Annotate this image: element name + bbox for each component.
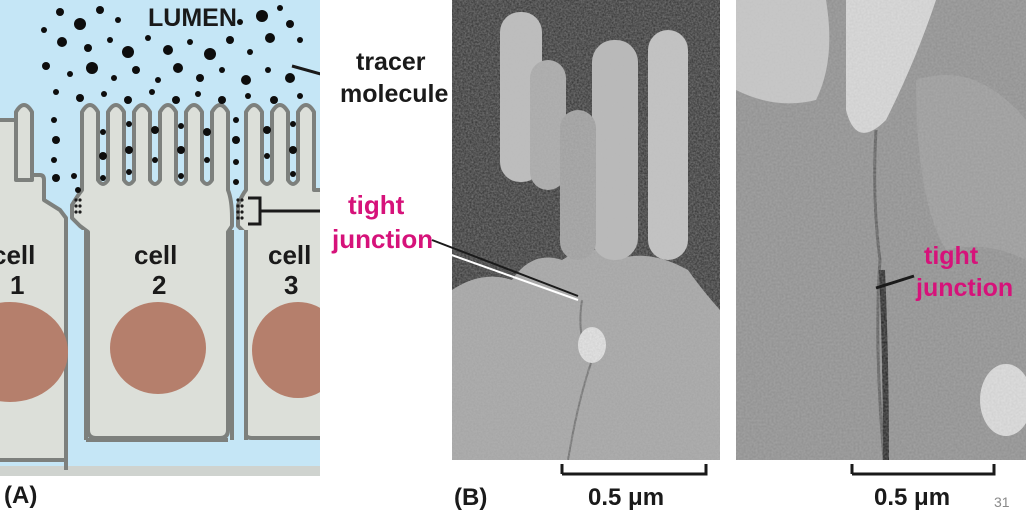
tracer-label-line1: tracer [356, 48, 426, 76]
cell-3-label-line1: cell [268, 240, 312, 270]
tracer-label-line2: molecule [340, 80, 449, 108]
basal-lamina [0, 466, 320, 476]
cell-2-label-line1: cell [134, 240, 178, 270]
scale-bar-left [560, 464, 708, 476]
cell-1-label-line2: 1 [10, 270, 25, 300]
cell-1-microvilli [14, 103, 34, 182]
tight-junction-bracket [248, 196, 320, 226]
cell-1-label-line1: cell [0, 240, 36, 270]
tight-junction-leader-right [875, 274, 915, 290]
tight-junction-leader-left [431, 239, 579, 297]
nucleus-cell-1 [0, 302, 68, 402]
micrograph-tight-junction-line2: junction [916, 274, 1014, 302]
tight-junction-seals [74, 198, 244, 220]
tracer-molecules [41, 5, 303, 193]
panel-a-letter: (A) [4, 482, 38, 509]
scale-bar-left-label: 0.5 μm [588, 484, 665, 511]
panel-a-diagram [0, 0, 320, 476]
micrograph-tight-junction-line1: tight [924, 242, 979, 270]
cell-2-label-line2: 2 [152, 270, 167, 300]
cell-3-label-line2: 3 [284, 270, 299, 300]
nucleus-cell-3 [252, 302, 320, 398]
tight-junction-label-line2: junction [332, 224, 434, 254]
tracer-leader-line [291, 64, 320, 76]
tight-junction-label-line1: tight [348, 190, 405, 220]
scale-bar-right [850, 464, 996, 476]
nucleus-cell-2 [110, 302, 206, 394]
panel-b-letter: (B) [454, 484, 488, 511]
scale-bar-right-label: 0.5 μm [874, 484, 951, 511]
micrograph-left [452, 0, 720, 460]
micrograph-right [736, 0, 1026, 460]
page-number: 31 [994, 494, 1010, 510]
lumen-label: LUMEN [148, 4, 237, 32]
